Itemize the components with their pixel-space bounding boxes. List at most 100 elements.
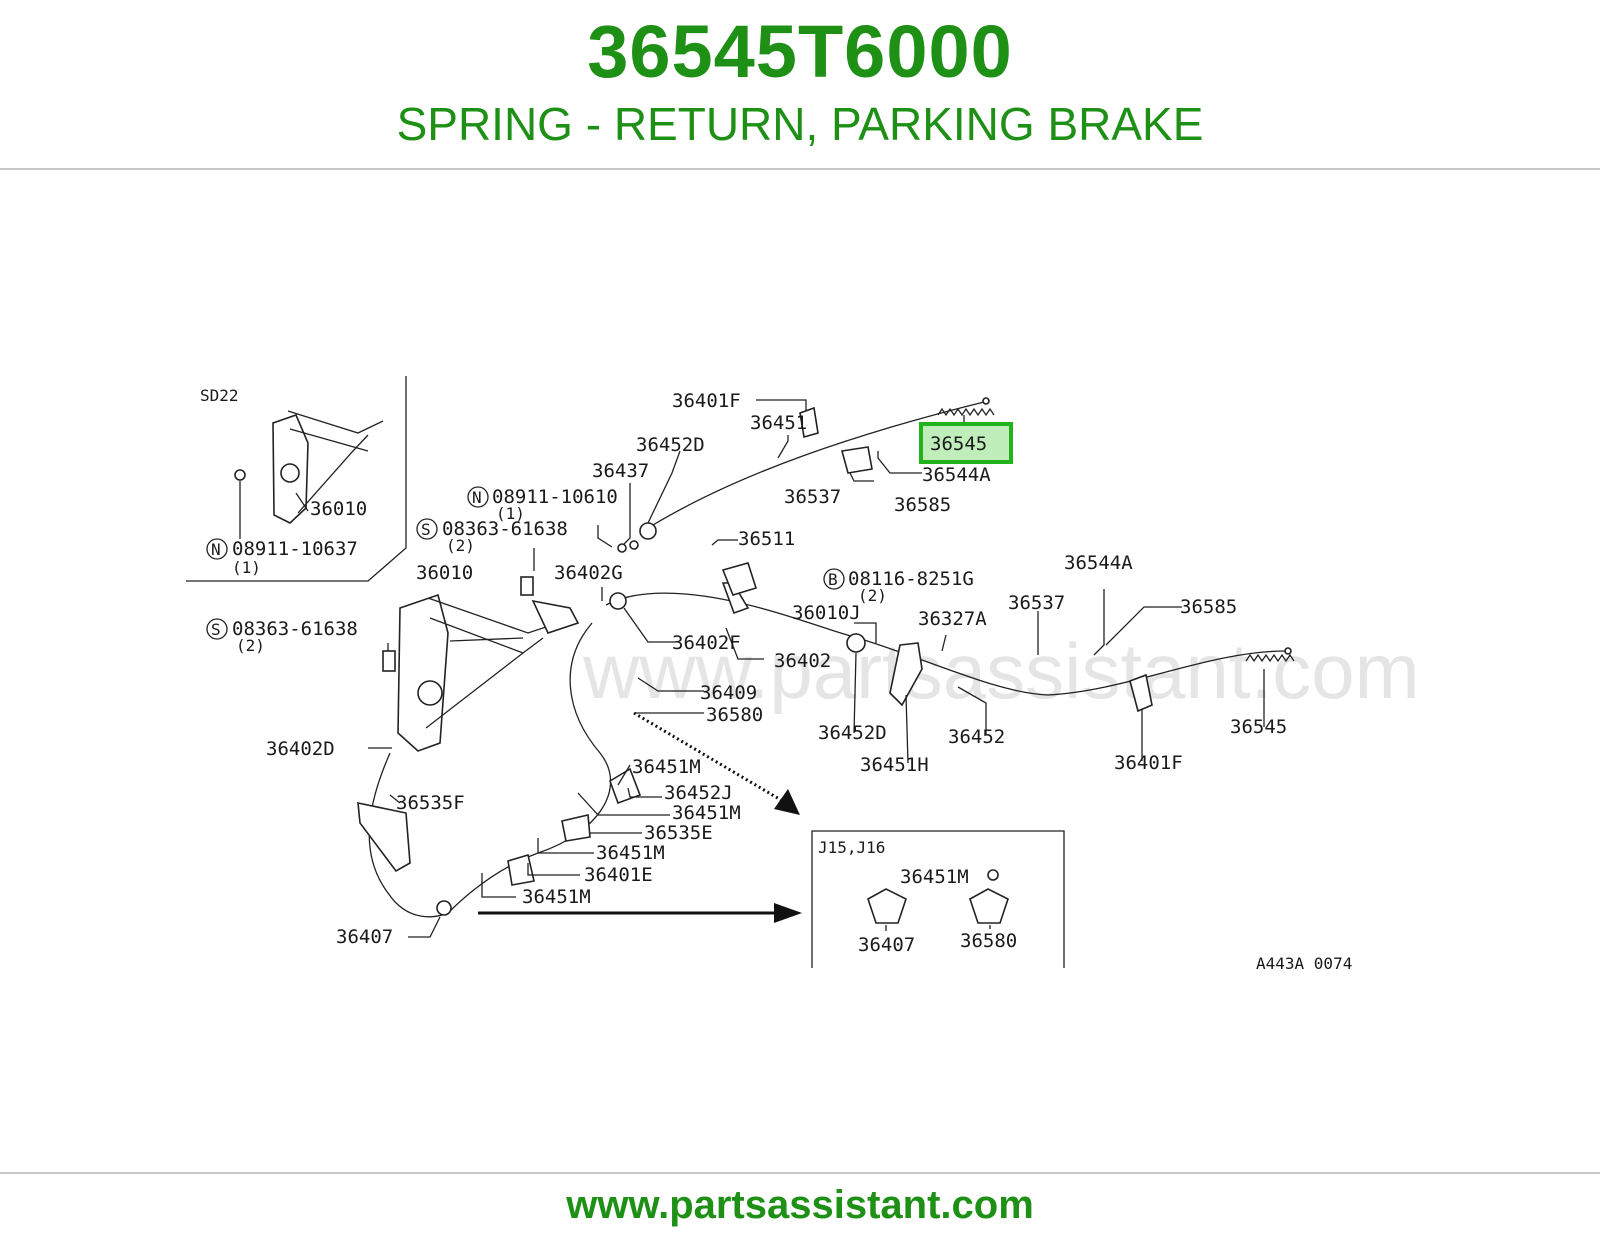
svg-text:N: N [472,488,482,507]
parts-diagram: www.partsassistant.com SD22 36010 N 0891… [178,333,1422,1013]
callout-36401E: 36401E [584,864,653,886]
callout-36452J: 36452J [664,782,733,804]
callout-labels: 36401F 36451 36452D 36437 N 08911-10610 … [206,390,1352,973]
return-spring-right [1245,653,1295,663]
bracket-36401F-top [799,406,819,439]
bracket-36401E [507,853,535,886]
svg-text:(2): (2) [236,636,265,655]
svg-text:B: B [828,570,838,589]
callout-36585-top: 36585 [894,494,951,516]
callout-36402G: 36402G [554,562,623,584]
callout-36545-top-highlighted[interactable]: 36545 [930,433,987,455]
callout-36402D: 36402D [266,738,335,760]
callout-36401F-right: 36401F [1114,752,1183,774]
inset-sd22-title: SD22 [200,386,239,405]
leader-lines [368,399,1265,938]
callout-36535E: 36535E [644,822,713,844]
bracket-36401F-right [1129,673,1153,713]
callout-36452D-top: 36452D [636,434,705,456]
callout-sd22-36010: 36010 [310,498,367,520]
callout-36537-top: 36537 [784,486,841,508]
inset-sd22-border [186,376,407,582]
callout-36452: 36452 [948,726,1005,748]
callout-36545-right: 36545 [1230,716,1287,738]
svg-text:(1): (1) [496,504,525,523]
callout-36437: 36437 [592,460,649,482]
callout-36544A-right: 36544A [1064,552,1133,574]
bolt-main-top [520,576,534,596]
cable-upper [647,400,989,529]
return-spring-top [937,407,995,417]
arrow-head-lower [774,903,802,923]
callout-36010: 36010 [416,562,473,584]
svg-text:N: N [211,540,221,559]
callout-36451M-a: 36451M [632,756,701,778]
callout-36451M-d: 36451M [522,886,591,908]
inset-j15-j16: J15,J16 36451M 36407 36580 [811,830,1065,968]
callout-08363-61638-b: 08363-61638 [232,618,358,640]
callout-36544A-top: 36544A [922,464,991,486]
clip-36580-inset [969,888,1009,924]
parts-diagram-svg: www.partsassistant.com SD22 36010 N 0891… [186,376,1420,973]
callout-36010J: 36010J [792,602,861,624]
bracket-36535E [561,814,591,842]
callout-36451M-b: 36451M [672,802,741,824]
svg-text:(2): (2) [446,536,475,555]
bracket-36537-top [840,446,873,474]
main-pedal-assembly [382,576,580,752]
callout-36402: 36402 [774,650,831,672]
bracket-36535F [357,801,411,873]
header-divider [0,168,1600,170]
bracket-36451M-a [609,767,642,805]
highlight-box-36545[interactable] [919,422,1013,464]
svg-text:S: S [211,620,221,639]
svg-text:S: S [421,520,431,539]
watermark-text: www.partsassistant.com [582,627,1420,715]
drawing-code: A443A 0074 [1256,954,1352,973]
callout-36511: 36511 [738,528,795,550]
grommet-36452D-top [639,522,657,540]
callout-08911-10610: 08911-10610 [492,486,618,508]
callout-36452D-mid: 36452D [818,722,887,744]
inset-sd22: SD22 36010 N 08911-10637 (1) [186,376,407,582]
callout-36401F-top: 36401F [672,390,741,412]
grommet-36452D-mid [846,633,866,653]
callout-inset-36580: 36580 [960,930,1017,952]
clip-36407-inset [867,888,907,924]
callout-sd22-08911-10637: 08911-10637 [232,538,358,560]
callout-inset-36451M: 36451M [900,866,969,888]
inset-j15-title: J15,J16 [818,838,885,857]
callout-36585-right: 36585 [1180,596,1237,618]
callout-36451: 36451 [750,412,807,434]
footer-url[interactable]: www.partsassistant.com [566,1183,1034,1227]
callout-36407: 36407 [336,926,393,948]
bracket-36451H [889,642,923,707]
inset-j15-border [811,830,1065,968]
bolt-main-left [382,650,396,672]
footer-divider [0,1172,1600,1174]
callout-inset-36407: 36407 [858,934,915,956]
callout-36402F: 36402F [672,632,741,654]
grommet-36402G [609,592,627,610]
cable-loop [447,622,612,914]
direction-arrows [478,711,802,923]
bolt-sd22 [234,469,246,481]
cable-left-lower [368,752,449,918]
page-header: 36545T6000 SPRING - RETURN, PARKING BRAK… [0,0,1600,168]
arrow-head-upper [774,789,800,815]
callout-36409: 36409 [700,682,757,704]
svg-text:(2): (2) [858,586,887,605]
cable-front [605,592,859,639]
callout-36451H: 36451H [860,754,929,776]
callout-36580: 36580 [706,704,763,726]
callout-08116-8251G: 08116-8251G [848,568,974,590]
callout-36451M-c: 36451M [596,842,665,864]
n-symbol-sd22 [206,538,228,560]
callout-36537-right: 36537 [1008,592,1065,614]
part-description: SPRING - RETURN, PARKING BRAKE [396,98,1204,150]
cables [357,397,1295,918]
callout-08363-61638-a: 08363-61638 [442,518,568,540]
equalizer-36010J [721,562,758,596]
callout-36327A: 36327A [918,608,987,630]
pedal-pad [531,599,580,634]
